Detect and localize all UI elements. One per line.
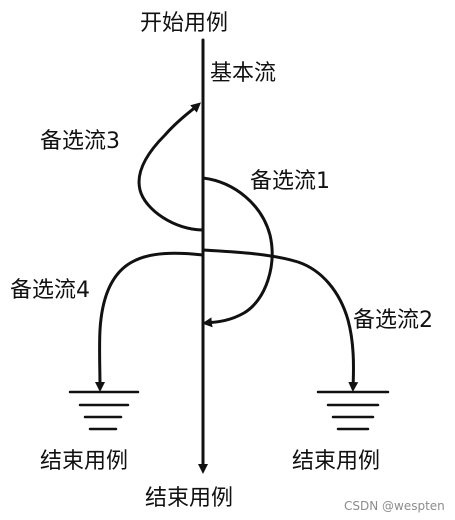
end-symbol-right [316, 390, 390, 431]
alt-flow-3-label: 备选流3 [40, 129, 120, 154]
end-use-case-left-label: 结束用例 [40, 449, 128, 474]
alt-flow-2-label: 备选流2 [353, 308, 433, 333]
end-symbol-left [68, 390, 140, 431]
alt-flow-4-label: 备选流4 [10, 278, 90, 303]
alt-flow-1-curve [201, 176, 274, 328]
alt-flow-1-label: 备选流1 [250, 169, 330, 194]
alt-flow-4-curve [94, 251, 205, 392]
end-use-case-right-label: 结束用例 [292, 449, 380, 474]
alt-flow-2-curve [201, 248, 359, 392]
alt-flow-3-curve [137, 102, 205, 232]
end-use-case-bottom-label: 结束用例 [145, 486, 233, 511]
basic-flow-label: 基本流 [210, 61, 276, 86]
watermark: CSDN @wespten [344, 499, 445, 513]
start-use-case-label: 开始用例 [140, 11, 228, 36]
